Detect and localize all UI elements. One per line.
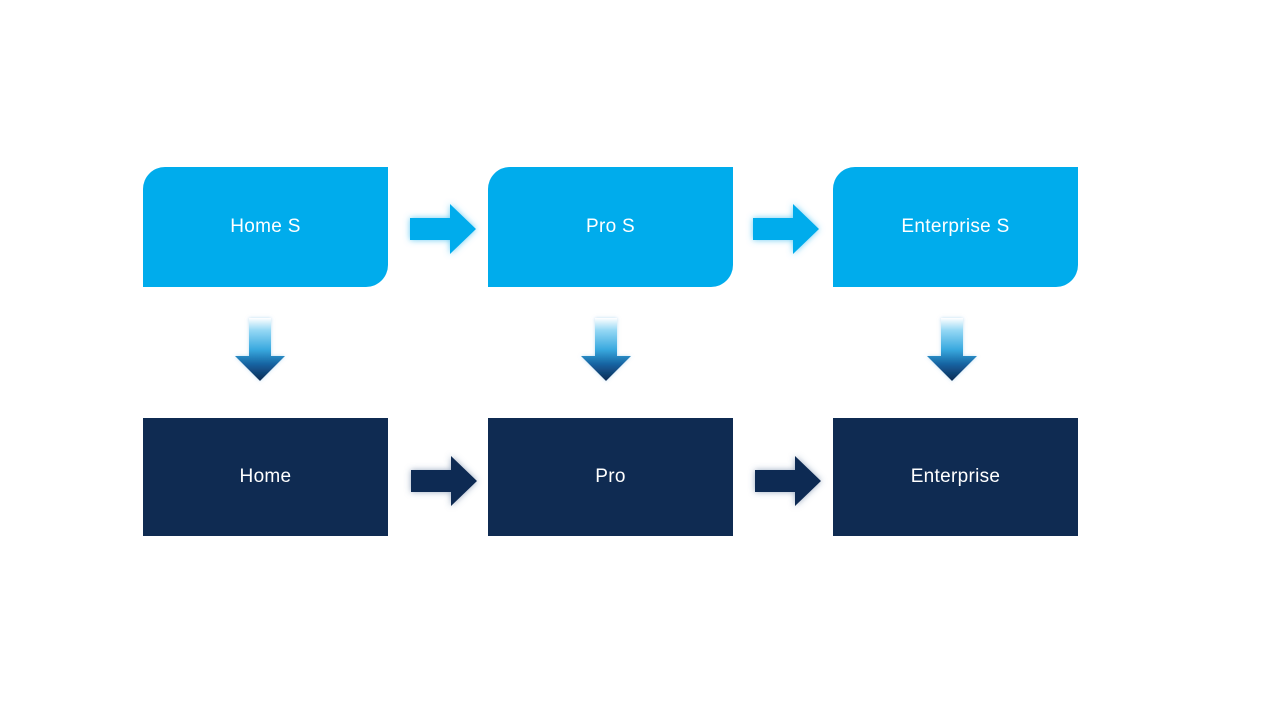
node-enterprise-label: Enterprise (910, 466, 1001, 487)
node-pro-label: Pro (595, 466, 626, 487)
node-pro-s-box: Pro S (488, 167, 733, 287)
node-pro-s-label: Pro S (585, 216, 636, 237)
arrow-right-icon-top-2 (753, 204, 819, 254)
arrow-right-icon-top-1 (410, 204, 476, 254)
node-enterprise-box: Enterprise (833, 418, 1078, 536)
arrow-down-icon-3 (927, 318, 977, 381)
node-enterprise-s-label: Enterprise S (901, 216, 1010, 237)
arrow-right-icon-bottom-1 (411, 456, 477, 506)
node-enterprise-s-box: Enterprise S (833, 167, 1078, 287)
arrow-down-icon-1 (235, 318, 285, 381)
arrow-down-icon-2 (581, 318, 631, 381)
node-home-s-label: Home S (230, 216, 301, 237)
node-home-label: Home (239, 466, 292, 487)
arrow-right-icon-bottom-2 (755, 456, 821, 506)
node-home-box: Home (143, 418, 388, 536)
node-pro-box: Pro (488, 418, 733, 536)
node-home-s-box: Home S (143, 167, 388, 287)
